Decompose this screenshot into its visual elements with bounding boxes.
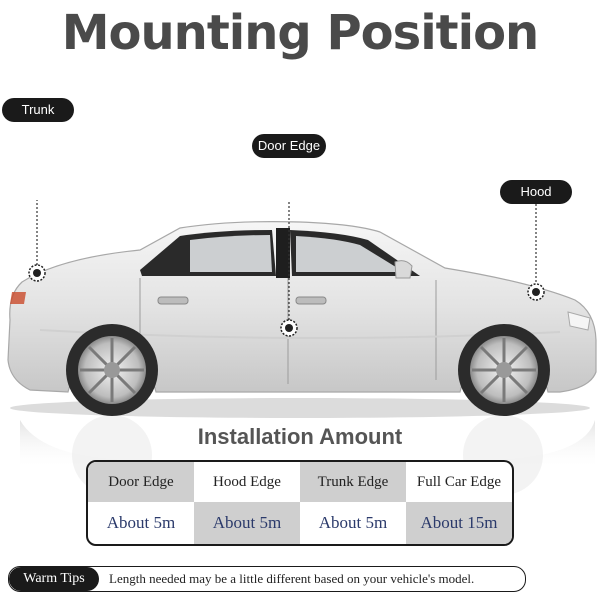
door-edge-marker	[280, 319, 298, 337]
installation-amount-table: Door Edge Hood Edge Trunk Edge Full Car …	[86, 460, 514, 546]
value-full-car-edge: About 15m	[406, 502, 512, 544]
value-trunk-edge: About 5m	[318, 513, 388, 532]
value-hood-edge: About 5m	[194, 502, 300, 544]
installation-amount-title: Installation Amount	[197, 424, 403, 449]
trunk-label: Trunk	[2, 98, 74, 122]
page-title: Mounting Position	[61, 5, 539, 61]
door-edge-label: Door Edge	[252, 134, 326, 158]
trunk-marker	[28, 264, 46, 282]
hood-label: Hood	[500, 180, 572, 204]
hood-marker	[527, 283, 545, 301]
header-hood-edge: Hood Edge	[213, 473, 281, 490]
warm-tips-text: Length needed may be a little different …	[109, 571, 475, 586]
car-illustration	[7, 200, 597, 495]
header-door-edge: Door Edge	[88, 462, 194, 502]
header-trunk-edge: Trunk Edge	[300, 462, 406, 502]
header-full-car-edge: Full Car Edge	[416, 473, 502, 490]
front-wheel	[458, 324, 550, 416]
warm-tips-badge: Warm Tips	[9, 567, 99, 591]
value-door-edge: About 5m	[106, 513, 176, 532]
rear-wheel	[66, 324, 158, 416]
warm-tips-bar: Warm Tips Length needed may be a little …	[8, 566, 526, 592]
